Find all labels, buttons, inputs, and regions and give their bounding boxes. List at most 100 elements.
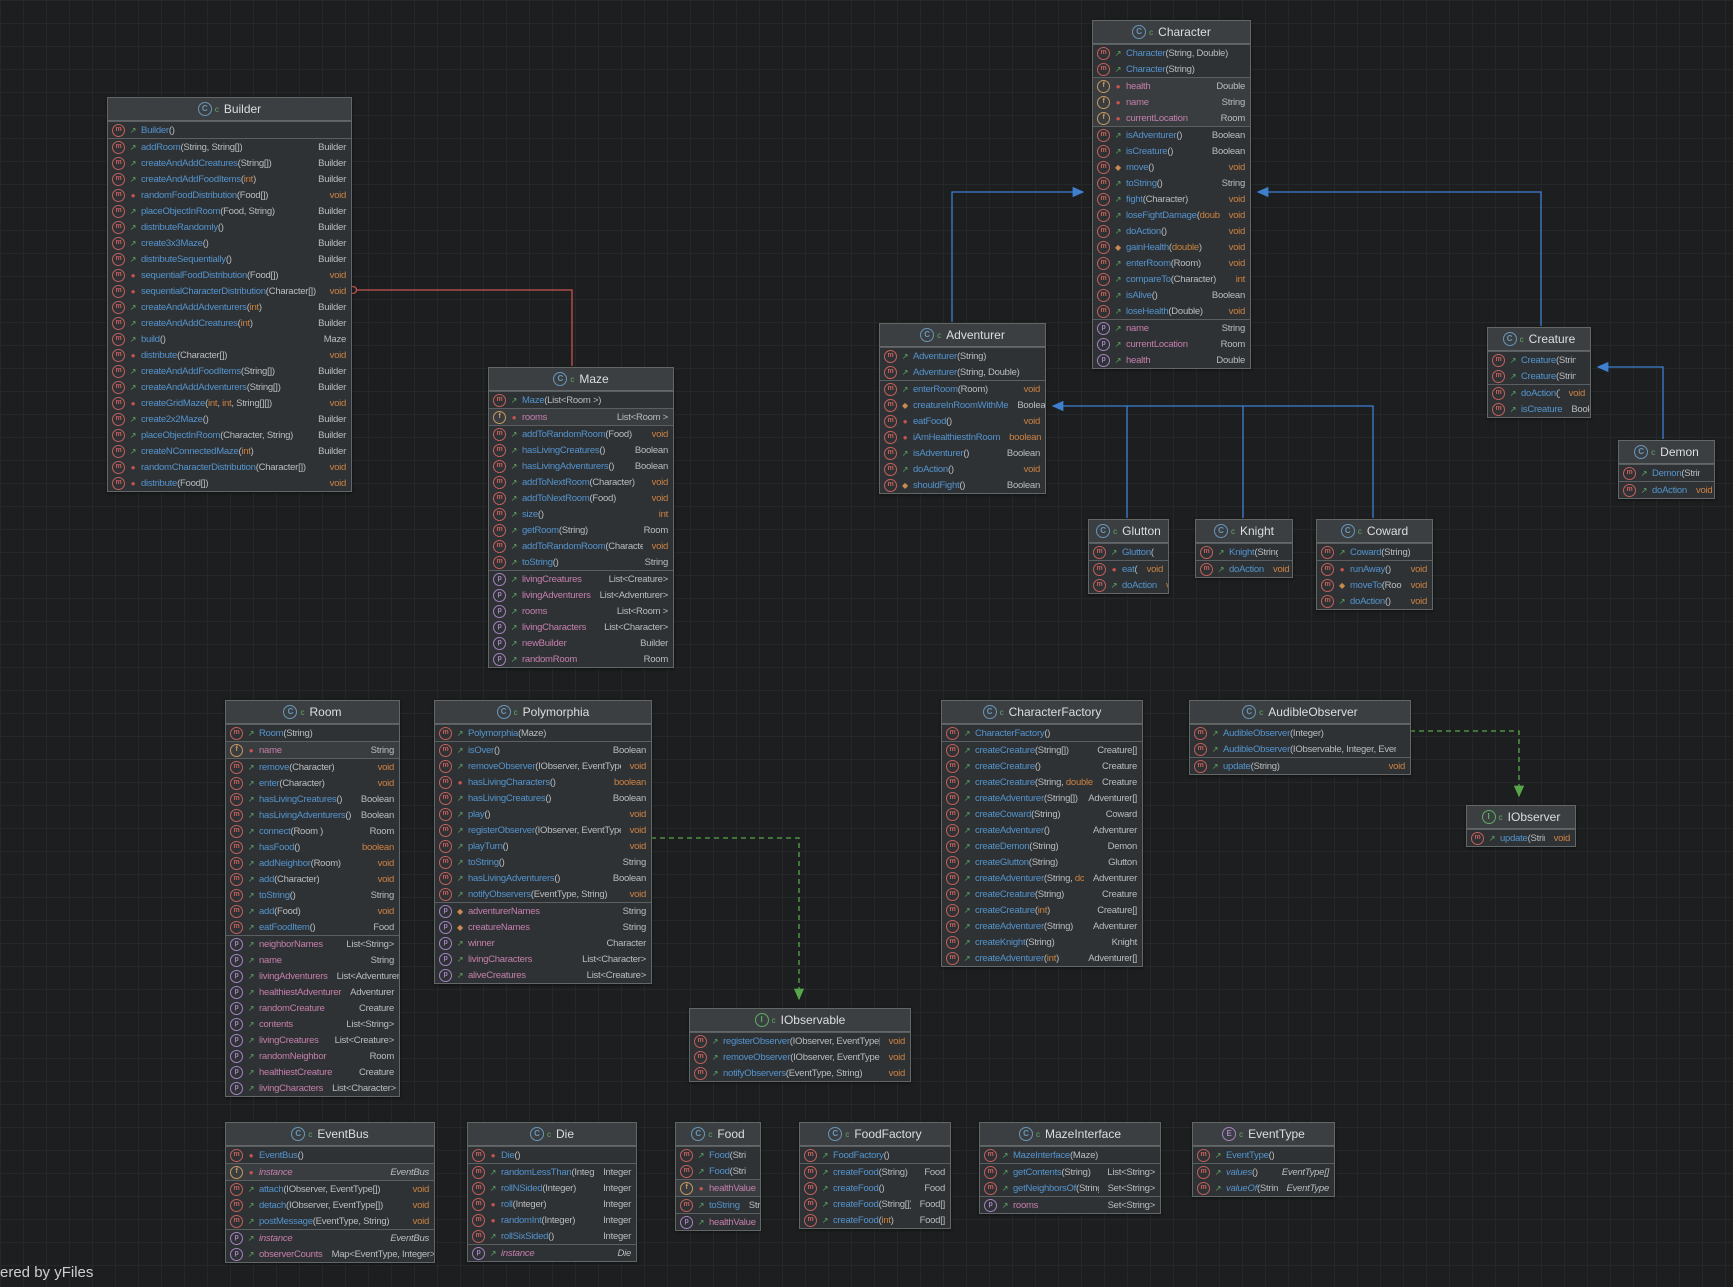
member-row[interactable]: m↗addToNextRoom (Food)void: [489, 490, 673, 506]
member-row[interactable]: m↗hasFood ()boolean: [226, 839, 399, 855]
member-row[interactable]: m↗playTurn ()void: [435, 838, 651, 854]
member-row[interactable]: m●randomInt (Integer)Integer: [468, 1212, 636, 1228]
member-row[interactable]: m↗add (Food)void: [226, 903, 399, 919]
member-row[interactable]: m●sequentialFoodDistribution (Food[])voi…: [108, 267, 351, 283]
member-row[interactable]: m↗createAndAddAdventurers(String[])Build…: [108, 379, 351, 395]
member-row[interactable]: m↗createFood(int)Food[]: [800, 1212, 950, 1228]
member-row[interactable]: m↗compareTo (Character)int: [1093, 271, 1250, 287]
member-row[interactable]: p↗healthValueint: [676, 1214, 760, 1230]
member-row[interactable]: m↗Demon (String): [1619, 465, 1714, 481]
class-node-Creature[interactable]: CcCreaturem↗Creature(String)m↗Creature(S…: [1487, 327, 1591, 418]
member-row[interactable]: m↗doAction ()void: [1196, 561, 1292, 577]
member-row[interactable]: m↗Glutton (String): [1089, 544, 1168, 560]
member-row[interactable]: m◆move ()void: [1093, 159, 1250, 175]
member-row[interactable]: m↗Adventurer(String): [880, 348, 1045, 364]
member-row[interactable]: m↗connect(Room )Room: [226, 823, 399, 839]
member-row[interactable]: m↗createAndAddCreatures(String[])Builder: [108, 155, 351, 171]
member-row[interactable]: m↗createAdventurer(int)Adventurer[]: [942, 950, 1142, 966]
member-row[interactable]: m↗remove (Character)void: [226, 759, 399, 775]
member-row[interactable]: m↗Room (String): [226, 725, 399, 741]
member-row[interactable]: m◆creatureInRoomWithMe ()Boolean: [880, 397, 1045, 413]
member-row[interactable]: m↗createKnight(String)Knight: [942, 934, 1142, 950]
member-row[interactable]: m↗addToRandomRoom (Character)void: [489, 538, 673, 554]
member-row[interactable]: m↗create2x2Maze()Builder: [108, 411, 351, 427]
member-row[interactable]: m●createGridMaze(int, int, String[][])vo…: [108, 395, 351, 411]
member-row[interactable]: m●randomFoodDistribution (Food[])void: [108, 187, 351, 203]
member-row[interactable]: m↗AudibleObserver(IObservable, Integer, …: [1190, 741, 1410, 757]
member-row[interactable]: m↗add (Character)void: [226, 871, 399, 887]
member-row[interactable]: m↗Character(String, Double): [1093, 45, 1250, 61]
member-row[interactable]: m●randomCharacterDistribution (Character…: [108, 459, 351, 475]
member-row[interactable]: m↗Food (String, int): [676, 1147, 760, 1163]
member-row[interactable]: m↗createNConnectedMaze(int)Builder: [108, 443, 351, 459]
relationship-edge[interactable]: [1051, 400, 1374, 518]
member-row[interactable]: m●iAmHealthiestInRoom ()boolean: [880, 429, 1045, 445]
member-row[interactable]: m↗toString ()String: [1093, 175, 1250, 191]
member-row[interactable]: m↗hasLivingCreatures ()Boolean: [435, 790, 651, 806]
member-row[interactable]: m↗createAndAddCreatures(int)Builder: [108, 315, 351, 331]
member-row[interactable]: m↗registerObserver (IObserver, EventType…: [690, 1033, 910, 1049]
member-row[interactable]: m↗toString ()String: [489, 554, 673, 570]
member-row[interactable]: m↗Creature(String, double): [1488, 368, 1590, 384]
member-row[interactable]: m↗EventType (): [1193, 1147, 1334, 1163]
member-row[interactable]: m↗build ()Maze: [108, 331, 351, 347]
member-row[interactable]: m↗enterRoom (Room)void: [1093, 255, 1250, 271]
member-row[interactable]: m↗Character(String): [1093, 61, 1250, 77]
member-row[interactable]: m↗isOver()Boolean: [435, 742, 651, 758]
member-row[interactable]: m↗createAdventurer()Adventurer: [942, 822, 1142, 838]
member-row[interactable]: m↗hasLivingAdventurers ()Boolean: [226, 807, 399, 823]
member-row[interactable]: m↗isAdventurer()Boolean: [880, 445, 1045, 461]
member-row[interactable]: m↗createCreature(String)Creature: [942, 886, 1142, 902]
member-row[interactable]: m↗fight (Character)void: [1093, 191, 1250, 207]
member-row[interactable]: m↗addNeighbor (Room)void: [226, 855, 399, 871]
member-row[interactable]: m↗create3x3Maze()Builder: [108, 235, 351, 251]
member-row[interactable]: m●distribute (Food[])void: [108, 475, 351, 491]
member-row[interactable]: m↗createAndAddFoodItems (String[])Builde…: [108, 363, 351, 379]
member-row[interactable]: m↗FoodFactory (): [800, 1147, 950, 1163]
member-row[interactable]: m↗postMessage (EventType, String)void: [226, 1213, 434, 1229]
member-row[interactable]: m↗removeObserver(IObserver, EventType[])…: [435, 758, 651, 774]
member-row[interactable]: m↗Coward (String): [1317, 544, 1432, 560]
member-row[interactable]: m↗createAdventurer(String[])Adventurer[]: [942, 790, 1142, 806]
member-row[interactable]: m↗isAlive ()Boolean: [1093, 287, 1250, 303]
member-row[interactable]: m↗createDemon(String)Demon: [942, 838, 1142, 854]
relationship-edge[interactable]: [1410, 730, 1525, 798]
